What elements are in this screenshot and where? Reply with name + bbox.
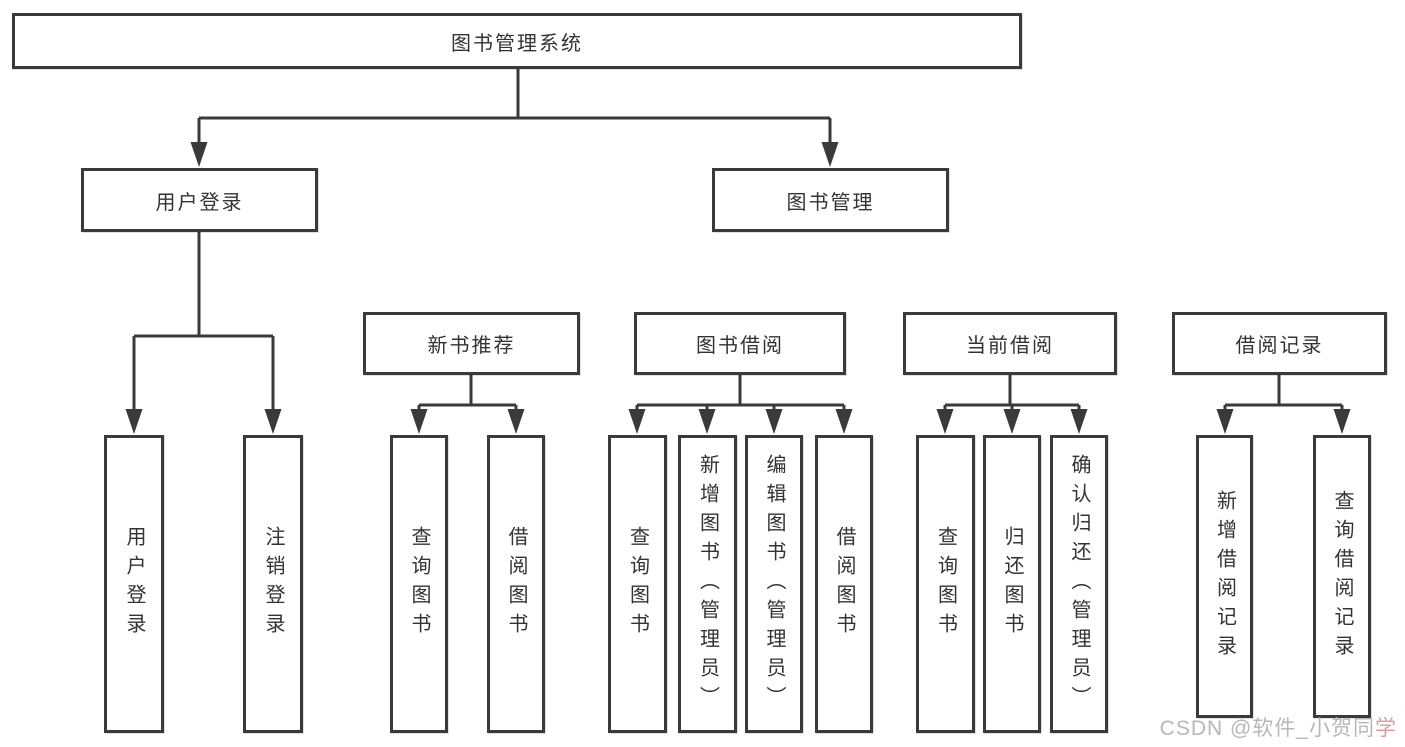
leaf-query-book-current-label: 查询图书 — [934, 526, 957, 642]
leaf-edit-book-admin: 编辑图书（管理员） — [745, 435, 803, 733]
leaf-borrow-book-recommend-label: 借阅图书 — [505, 526, 527, 642]
leaf-user-login-label: 用户登录 — [123, 526, 145, 642]
node-borrow-records: 借阅记录 — [1172, 312, 1387, 375]
leaf-query-borrow-record: 查询借阅记录 — [1313, 435, 1371, 718]
leaf-borrow-book-recommend: 借阅图书 — [487, 435, 545, 733]
leaf-query-borrow-record-label: 查询借阅记录 — [1331, 489, 1353, 664]
leaf-confirm-return-admin: 确认归还（管理员） — [1050, 435, 1108, 733]
leaf-query-book-borrow: 查询图书 — [608, 435, 667, 733]
leaf-logout: 注销登录 — [243, 435, 303, 733]
leaf-add-borrow-record: 新增借阅记录 — [1196, 435, 1253, 718]
leaf-user-login: 用户登录 — [104, 435, 164, 733]
watermark-text: CSDN @软件_小贺同 — [1159, 717, 1375, 740]
leaf-add-borrow-record-label: 新增借阅记录 — [1213, 489, 1236, 664]
node-current-borrow: 当前借阅 — [903, 312, 1117, 375]
leaf-borrow-book: 借阅图书 — [815, 435, 873, 733]
leaf-add-book-admin-label: 新增图书（管理员） — [696, 453, 719, 715]
leaf-return-book-label: 归还图书 — [1001, 526, 1023, 642]
leaf-query-book-borrow-label: 查询图书 — [626, 526, 649, 642]
leaf-borrow-book-label: 借阅图书 — [833, 526, 855, 642]
leaf-return-book: 归还图书 — [983, 435, 1041, 733]
leaf-query-book-current: 查询图书 — [916, 435, 975, 733]
leaf-query-book-recommend-label: 查询图书 — [408, 526, 430, 642]
csdn-watermark: CSDN @软件_小贺同学 — [1160, 712, 1397, 742]
node-root: 图书管理系统 — [12, 13, 1022, 69]
watermark-text-accent: 学 — [1375, 717, 1397, 740]
leaf-confirm-return-admin-label: 确认归还（管理员） — [1068, 453, 1090, 715]
node-book-management: 图书管理 — [712, 168, 949, 232]
node-new-book-recommend: 新书推荐 — [363, 312, 580, 375]
leaf-add-book-admin: 新增图书（管理员） — [678, 435, 737, 733]
leaf-query-book-recommend: 查询图书 — [390, 435, 448, 733]
node-book-borrow: 图书借阅 — [634, 312, 846, 375]
leaf-logout-label: 注销登录 — [262, 526, 284, 642]
leaf-edit-book-admin-label: 编辑图书（管理员） — [763, 453, 785, 715]
node-user-login: 用户登录 — [81, 168, 318, 232]
